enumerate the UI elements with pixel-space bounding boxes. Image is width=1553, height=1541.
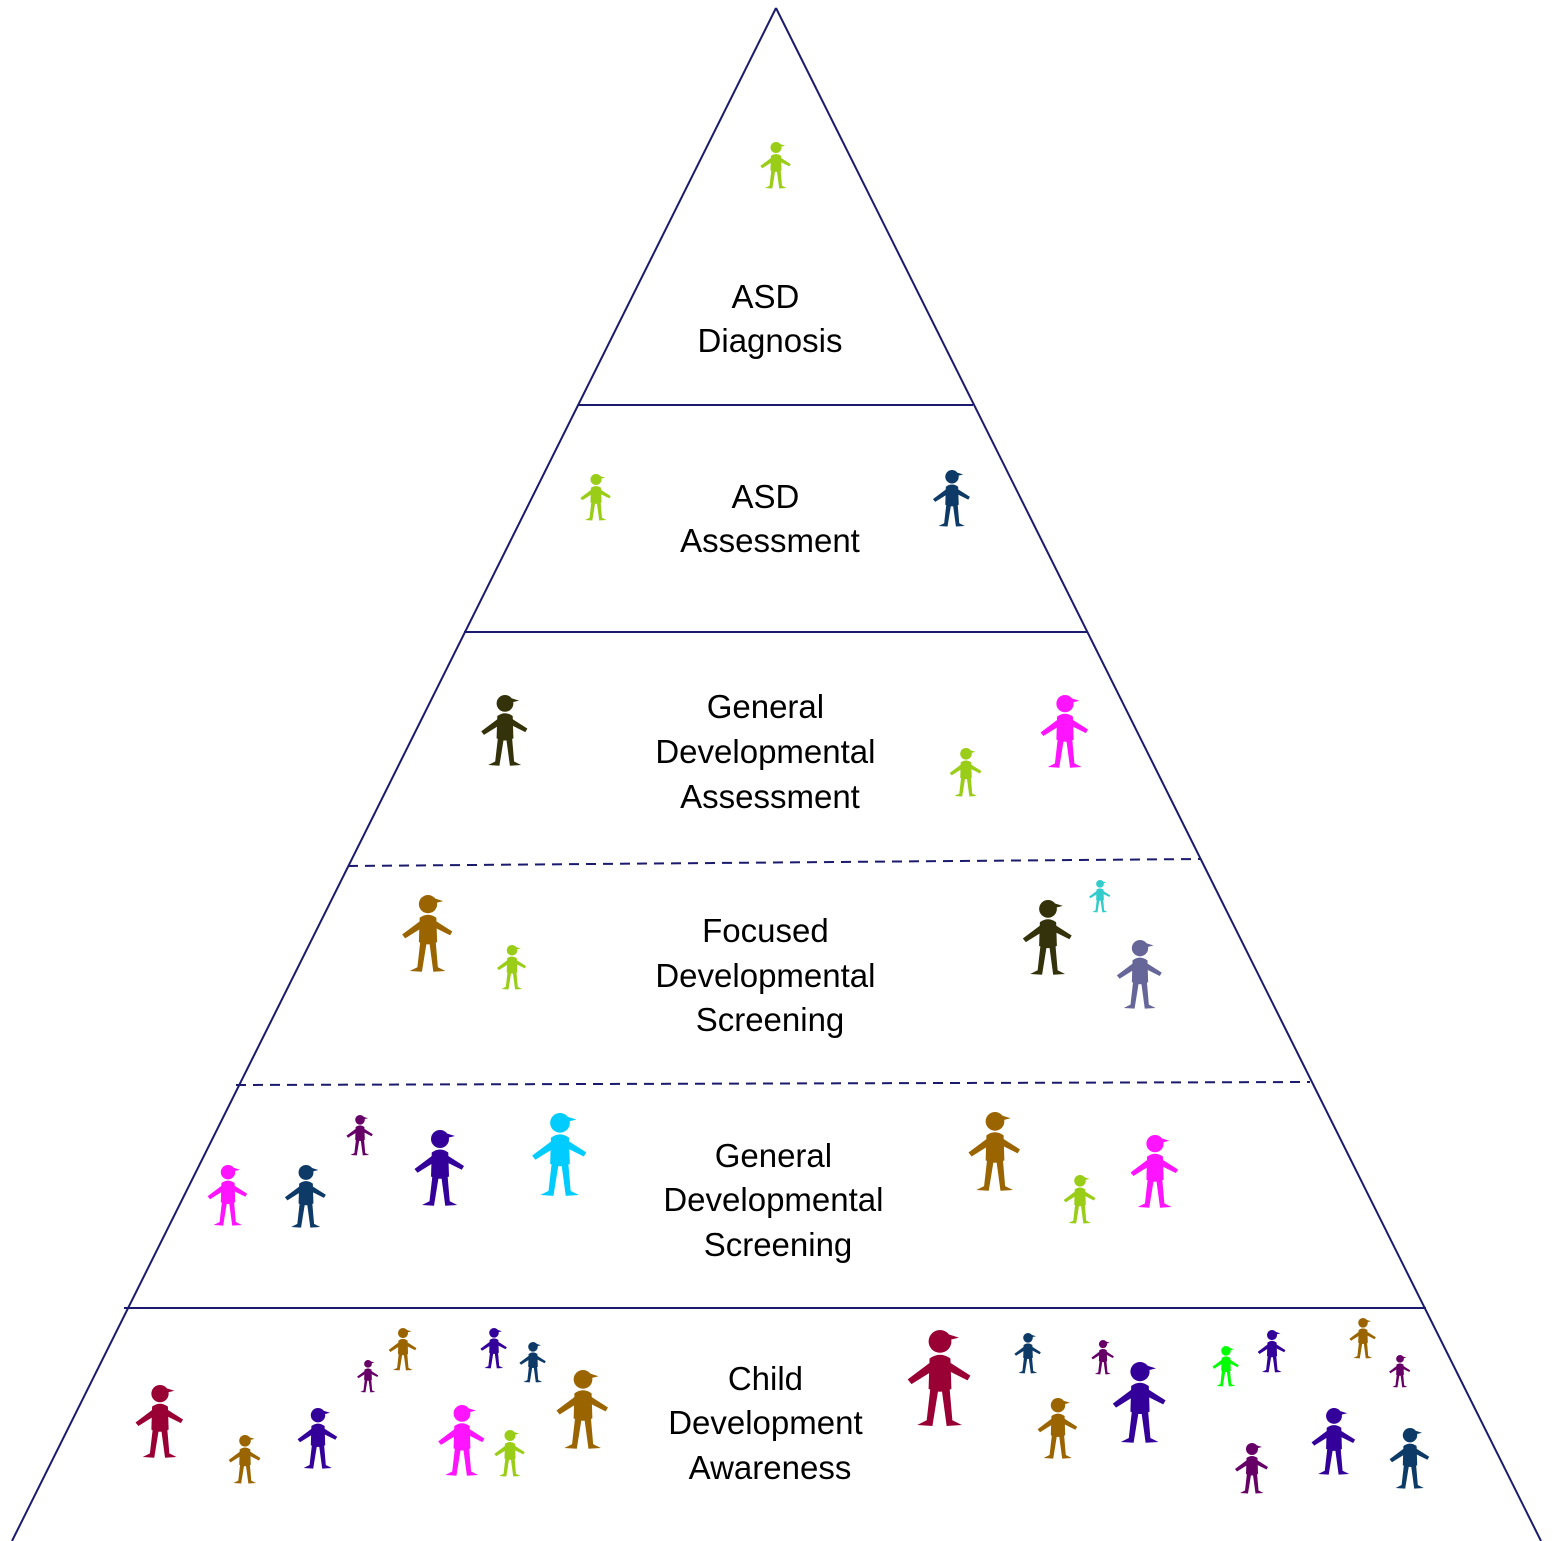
person-figure-tier-5-9 — [556, 1370, 608, 1449]
person-figure-tier-5-14 — [1112, 1362, 1166, 1443]
tier-3-line-0: Focused — [702, 912, 829, 949]
tier-2-line-1: Developmental — [655, 733, 875, 770]
person-figure-tier-4-5 — [968, 1112, 1020, 1191]
tier-4-line-0: General — [715, 1137, 832, 1174]
tier-4-line-2: Screening — [704, 1226, 853, 1263]
person-figure-tier-5-8 — [494, 1430, 525, 1477]
person-figure-tier-4-1 — [284, 1165, 326, 1228]
person-figure-tier-5-16 — [1257, 1330, 1286, 1373]
person-figure-tier-2-0 — [481, 695, 528, 766]
tier-2-line-2: Assessment — [680, 778, 860, 815]
person-figure-tier-5-5 — [480, 1328, 507, 1369]
person-figure-tier-2-1 — [949, 748, 982, 797]
person-figure-tier-0-0 — [760, 142, 791, 189]
tier-divider-4-dashed — [235, 1081, 1311, 1086]
person-figure-tier-5-0 — [135, 1385, 184, 1458]
tier-1-line-0: ASD — [731, 478, 799, 515]
person-figure-tier-5-13 — [1037, 1398, 1078, 1459]
tier-1-line-1: Assessment — [680, 522, 860, 559]
person-figure-tier-4-6 — [1063, 1175, 1096, 1224]
person-figure-tier-5-6 — [519, 1342, 546, 1383]
person-figure-tier-4-7 — [1130, 1135, 1179, 1208]
person-figure-tier-4-2 — [346, 1115, 373, 1156]
person-figure-tier-3-1 — [497, 945, 527, 990]
person-figure-tier-1-1 — [932, 470, 970, 527]
tier-5-line-1: Development — [668, 1404, 862, 1441]
tier-5-line-0: Child — [728, 1360, 803, 1397]
figures-layer — [135, 142, 1430, 1494]
person-figure-tier-5-19 — [1235, 1443, 1268, 1494]
person-figure-tier-1-0 — [580, 474, 611, 521]
tier-label-child-development-awareness: Child Development Awareness — [668, 1360, 872, 1486]
person-figure-tier-3-0 — [402, 895, 453, 972]
person-figure-tier-5-12 — [1091, 1340, 1114, 1375]
person-figure-tier-3-4 — [1116, 940, 1162, 1009]
pyramid-right-edge — [775, 7, 1542, 1541]
tier-divider-3-dashed — [347, 858, 1201, 867]
tier-label-asd-diagnosis: ASD Diagnosis — [698, 278, 843, 359]
tier-0-line-1: Diagnosis — [698, 322, 843, 359]
tier-3-line-2: Screening — [696, 1001, 845, 1038]
person-figure-tier-3-3 — [1089, 880, 1111, 913]
person-figure-tier-2-2 — [1040, 695, 1089, 768]
tier-label-general-developmental-screening: General Developmental Screening — [663, 1137, 892, 1263]
person-figure-tier-5-15 — [1212, 1346, 1239, 1387]
tier-2-line-0: General — [707, 688, 824, 725]
pyramid-left-edge — [11, 7, 777, 1541]
tier-3-line-1: Developmental — [655, 957, 875, 994]
person-figure-tier-5-17 — [1349, 1318, 1376, 1359]
person-figure-tier-4-4 — [532, 1113, 587, 1196]
pyramid-outline — [11, 7, 1542, 1541]
person-figure-tier-5-3 — [357, 1360, 379, 1393]
labels-layer: ASD Diagnosis ASD Assessment General Dev… — [655, 278, 892, 1486]
person-figure-tier-4-3 — [414, 1130, 464, 1206]
tier-5-line-2: Awareness — [689, 1449, 852, 1486]
tier-label-focused-developmental-screening: Focused Developmental Screening — [655, 912, 884, 1038]
person-figure-tier-3-2 — [1022, 900, 1072, 975]
person-figure-tier-4-0 — [207, 1165, 248, 1226]
person-figure-tier-5-18 — [1389, 1355, 1411, 1388]
person-figure-tier-5-21 — [1389, 1428, 1430, 1489]
tier-label-asd-assessment: ASD Assessment — [680, 478, 860, 559]
person-figure-tier-5-7 — [438, 1405, 485, 1476]
person-figure-tier-5-11 — [1014, 1333, 1041, 1374]
person-figure-tier-5-20 — [1311, 1408, 1356, 1475]
tier-4-line-1: Developmental — [663, 1181, 883, 1218]
person-figure-tier-5-10 — [907, 1330, 971, 1426]
tier-label-general-developmental-assessment: General Developmental Assessment — [655, 688, 884, 815]
person-figure-tier-5-4 — [388, 1328, 417, 1371]
person-figure-tier-5-1 — [228, 1435, 261, 1484]
tier-0-line-0: ASD — [731, 278, 799, 315]
person-figure-tier-5-2 — [297, 1408, 338, 1469]
